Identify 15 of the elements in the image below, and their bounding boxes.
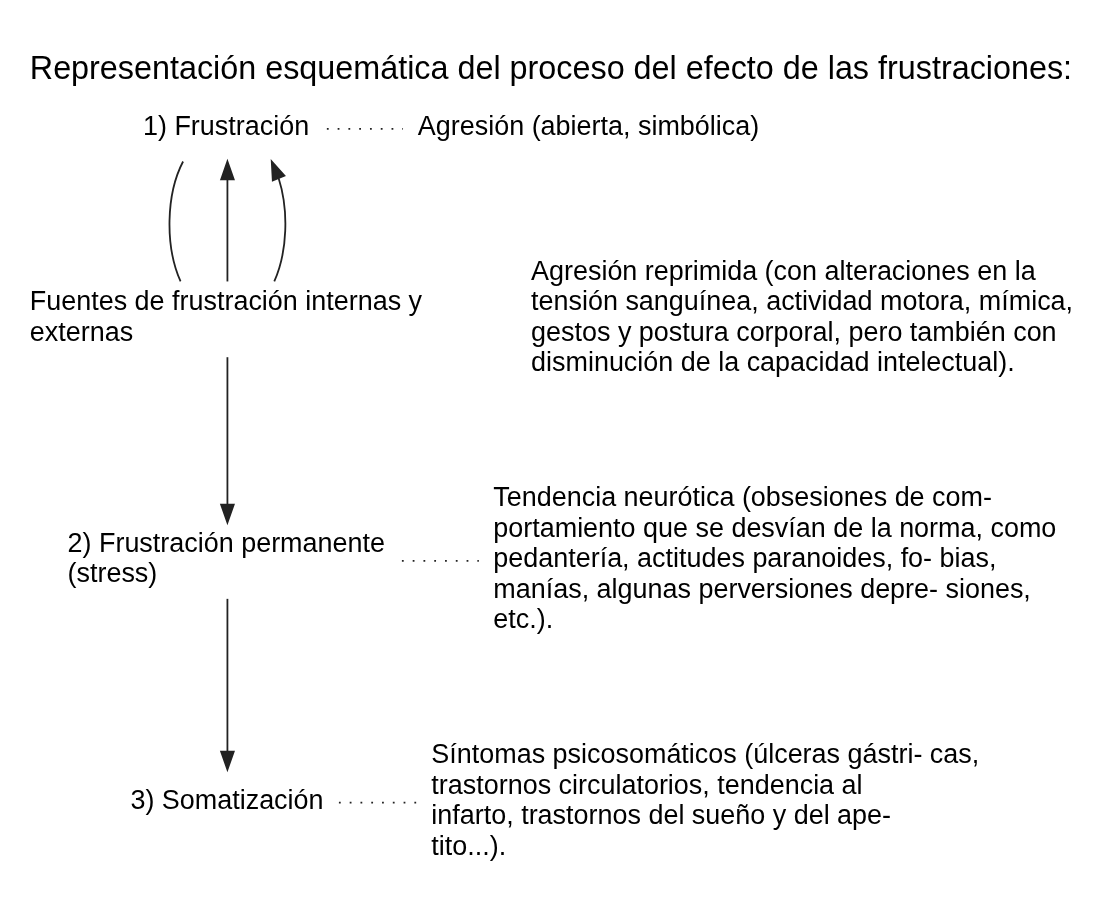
node-text: 3) Somatización [130,784,324,815]
node-text: Fuentes de frustración internas y externas [29,285,423,347]
node-text: 2) Frustración permanente (stress) [67,527,385,588]
arrow [219,355,235,525]
arrow [219,158,235,282]
arrow [219,597,235,772]
arrow [270,158,287,282]
node-text: Tendencia neurótica (obsesiones de com- portamiento que se desvían de la norma, como pedantería, actitudes paranoides, fo- bias, manías, algunas perversiones depre- siones, etc.). [493,481,1057,634]
connector [168,160,184,282]
node-text: Agresión (abierta, simbólica) [417,110,760,141]
connector [338,801,418,803]
node-text: Síntomas psicosomáticos (úlceras gástri- cas, trastornos circulatorios, tendencia al infarto, trastornos del sueño y del ape- tito...). [431,738,980,861]
diagram-title: Representación esquemática del proceso del efecto de las frustraciones: [29,49,1073,86]
label: Agresión reprimida (con alteraciones en la tensión sanguínea, actividad motora, mímica, gestos y postura corporal, pero también con disminución de la capacidad intelectual). [531,255,1074,377]
node-text: 1) Frustración [142,110,310,141]
